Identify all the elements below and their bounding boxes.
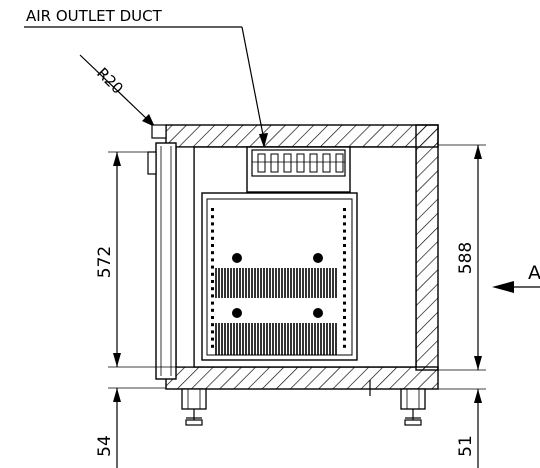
perforation — [211, 215, 214, 219]
top-wall — [165, 124, 439, 148]
condensing-unit — [201, 192, 358, 361]
perforation — [343, 251, 346, 255]
perforation — [211, 236, 214, 240]
perforation — [343, 337, 346, 341]
view-a-marker: A — [492, 262, 540, 293]
dimension-51: 51 — [456, 435, 476, 457]
perforation — [343, 294, 346, 298]
perforation — [211, 229, 214, 233]
radius-callout: R20 — [79, 54, 155, 127]
left-dimensions: 572 54 — [95, 151, 176, 468]
perforation — [211, 337, 214, 341]
perforation — [343, 236, 346, 240]
grille-slot — [257, 153, 266, 173]
air-outlet-duct-label: AIR OUTLET DUCT — [26, 7, 163, 25]
perforation — [343, 301, 346, 305]
perforation — [343, 244, 346, 247]
perforation — [343, 308, 346, 312]
dim-arrow — [113, 388, 121, 402]
perforation — [211, 316, 214, 319]
duct-grille-slots — [252, 153, 345, 173]
perforation — [211, 308, 214, 312]
perforation — [343, 344, 346, 348]
perforation — [211, 330, 214, 334]
mount-bolt — [232, 253, 242, 263]
radius-label: R20 — [93, 64, 127, 98]
perforation — [211, 301, 214, 305]
grille-slot — [322, 153, 331, 173]
left-leg — [181, 388, 207, 426]
dim-arrow — [474, 145, 482, 159]
perforation — [343, 323, 346, 327]
dim-arrow — [113, 152, 121, 166]
perforation — [211, 323, 214, 327]
mount-bolt — [313, 308, 323, 318]
perforation — [343, 208, 346, 211]
view-marker-label: A — [528, 262, 540, 284]
dim-arrow — [474, 356, 482, 370]
radius-leader-line — [79, 54, 149, 121]
door — [147, 142, 177, 380]
bottom-wall — [165, 366, 439, 390]
radius-arrowhead — [142, 114, 155, 127]
perforation — [343, 330, 346, 334]
perforation — [211, 265, 214, 269]
perforation — [211, 222, 214, 226]
unit-side-perforations — [211, 208, 346, 348]
perforation — [211, 208, 214, 211]
door-panel — [155, 142, 177, 380]
perforation — [343, 258, 346, 262]
perforation — [343, 265, 346, 269]
dim-arrow — [113, 353, 121, 367]
perforation — [211, 344, 214, 348]
perforation — [211, 287, 214, 291]
grille-slot — [270, 153, 279, 173]
legs — [181, 388, 426, 426]
perforation — [211, 280, 214, 283]
unit-cooling-fins — [215, 268, 337, 355]
perforation — [211, 244, 214, 247]
dimension-54: 54 — [95, 435, 115, 457]
perforation — [343, 215, 346, 219]
dimension-588: 588 — [456, 242, 476, 274]
perforation — [343, 280, 346, 283]
top-left-notch — [151, 124, 167, 139]
perforation — [343, 272, 346, 276]
grille-slot — [283, 153, 292, 173]
right-wall — [415, 124, 439, 371]
view-arrow-head — [492, 281, 514, 293]
mount-bolt — [232, 308, 242, 318]
perforation — [343, 229, 346, 233]
grille-slot — [335, 153, 344, 173]
dimension-572: 572 — [95, 246, 115, 278]
air-outlet-duct — [246, 146, 351, 193]
perforation — [343, 316, 346, 319]
right-dimensions: 588 51 — [438, 144, 486, 468]
grille-slot — [296, 153, 305, 173]
dim-arrow — [474, 389, 482, 403]
leader-line — [241, 26, 265, 141]
door-handle — [147, 151, 157, 175]
perforation — [343, 222, 346, 226]
perforation — [211, 251, 214, 255]
perforation — [211, 258, 214, 262]
left-frame-post — [175, 146, 195, 368]
perforation — [211, 294, 214, 298]
perforation — [343, 287, 346, 291]
perforation — [211, 272, 214, 276]
right-leg — [400, 388, 426, 426]
grille-slot — [309, 153, 318, 173]
mount-bolt — [313, 253, 323, 263]
